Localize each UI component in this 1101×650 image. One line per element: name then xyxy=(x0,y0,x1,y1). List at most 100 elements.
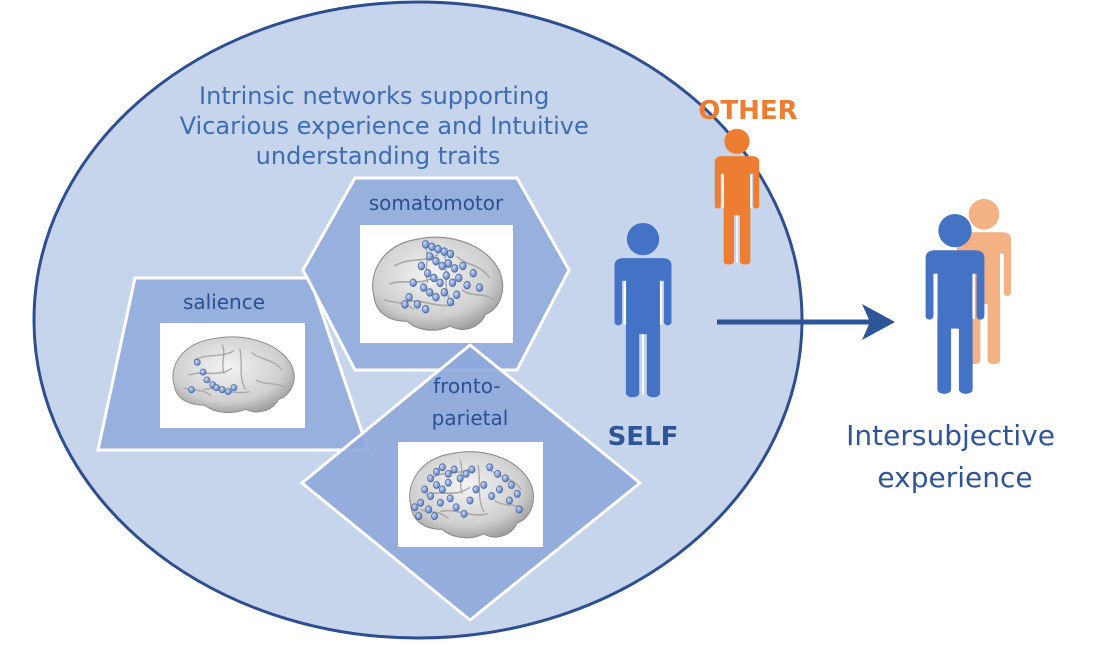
network-node xyxy=(409,278,417,288)
network-node xyxy=(440,247,448,256)
network-node xyxy=(444,478,452,487)
network-node xyxy=(426,288,434,297)
person-arm-gap xyxy=(722,173,752,208)
salience-label: salience xyxy=(183,290,265,314)
network-node xyxy=(224,388,232,396)
network-node xyxy=(455,273,463,283)
network-node xyxy=(419,283,428,292)
network-node xyxy=(472,485,480,494)
network-node xyxy=(405,293,413,302)
brain-fold xyxy=(188,367,233,376)
network-node xyxy=(460,510,468,518)
network-node xyxy=(440,288,448,297)
brain-fold xyxy=(394,253,439,267)
network-node xyxy=(438,463,446,472)
outcome-line-1: Intersubjective xyxy=(846,419,1055,452)
network-node xyxy=(494,470,502,478)
brain-outline xyxy=(409,451,534,539)
network-node xyxy=(505,496,513,505)
network-node xyxy=(451,264,459,273)
network-node xyxy=(456,474,464,483)
arrow-right-icon xyxy=(717,304,895,340)
network-node xyxy=(401,300,409,309)
network-node xyxy=(230,384,238,392)
brain-fold xyxy=(255,379,287,389)
person-head xyxy=(938,213,972,248)
network-node xyxy=(452,503,460,512)
brain-fold xyxy=(456,255,491,279)
brain-fold xyxy=(424,246,429,284)
network-node xyxy=(427,474,435,483)
somatomotor-brain-image xyxy=(372,236,504,331)
somatomotor-label: somatomotor xyxy=(369,191,504,215)
self-person-icon xyxy=(614,222,672,398)
network-node xyxy=(486,463,494,472)
brain-fold xyxy=(477,464,485,513)
network-node xyxy=(431,512,438,521)
network-node xyxy=(496,485,504,494)
network-node xyxy=(188,386,195,394)
person-body xyxy=(925,250,985,394)
person-body xyxy=(614,258,672,398)
network-node xyxy=(415,512,423,521)
frontoparietal-label: fronto- parietal xyxy=(432,374,509,430)
outcome-line-2: experience xyxy=(877,461,1032,494)
network-node xyxy=(193,358,201,366)
frontoparietal-label-line-1: fronto- xyxy=(433,374,500,398)
frontoparietal-label-line-2: parietal xyxy=(432,406,509,430)
title-line-2: Vicarious experience and Intuitive xyxy=(180,112,589,140)
network-node xyxy=(502,474,509,483)
outcome-label: Intersubjective experience xyxy=(846,419,1064,494)
salience-panel: salience xyxy=(96,276,371,452)
network-node xyxy=(434,245,442,254)
network-node xyxy=(468,465,476,474)
network-node xyxy=(433,481,440,489)
merged-self-person-icon xyxy=(925,213,985,394)
network-node xyxy=(218,386,226,394)
network-node xyxy=(199,368,207,376)
brain-fold xyxy=(239,348,247,391)
network-node xyxy=(446,297,455,307)
brain-fold xyxy=(221,344,225,375)
other-label: OTHER xyxy=(698,96,797,126)
network-node xyxy=(507,481,515,489)
network-node xyxy=(436,278,444,288)
network-node xyxy=(427,492,435,501)
network-node xyxy=(448,278,457,288)
network-node xyxy=(424,269,432,278)
person-head xyxy=(626,222,660,256)
network-node xyxy=(432,293,440,302)
title-line-3: understanding traits xyxy=(256,142,501,170)
person-head xyxy=(968,198,1000,230)
network-node xyxy=(444,470,452,478)
network-node xyxy=(413,300,421,309)
network-node xyxy=(444,259,453,268)
network-node xyxy=(466,496,474,505)
network-node xyxy=(450,465,458,474)
network-node xyxy=(480,481,488,489)
frontoparietal-brain-image xyxy=(409,451,534,539)
network-node xyxy=(438,485,446,494)
brain-fold xyxy=(383,298,414,310)
network-node xyxy=(462,470,470,478)
network-node xyxy=(446,249,455,259)
frontoparietal-panel: fronto- parietal xyxy=(299,343,643,622)
network-node xyxy=(488,492,496,501)
network-node xyxy=(432,257,440,266)
network-node xyxy=(442,271,450,280)
network-node xyxy=(203,376,211,384)
title: Intrinsic networks supporting Vicarious … xyxy=(180,82,597,170)
network-node xyxy=(421,485,429,494)
network-node xyxy=(469,269,477,278)
brain-fold xyxy=(461,289,495,301)
network-node xyxy=(411,503,419,512)
network-node xyxy=(436,498,444,507)
network-node xyxy=(213,384,220,392)
person-arm-gap xyxy=(935,273,975,319)
network-node xyxy=(425,505,433,514)
brain-outline xyxy=(172,336,295,414)
person-head xyxy=(724,128,750,154)
network-node xyxy=(433,467,440,476)
network-node xyxy=(453,290,461,300)
